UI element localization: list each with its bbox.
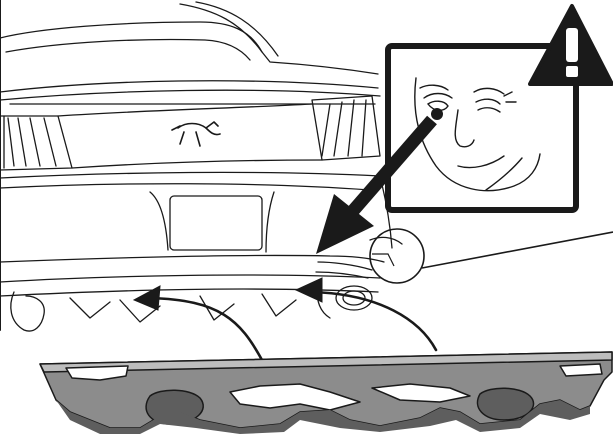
car-rear [0, 0, 403, 332]
warning-triangle-icon [528, 4, 613, 86]
diffuser-fin-2 [371, 383, 471, 403]
diffuser-exhaust-cutout-right [476, 387, 535, 421]
left-tail-light [0, 115, 73, 171]
pony-emblem-icon [171, 121, 221, 147]
eye-caution-frame [385, 43, 579, 213]
roof-line-2 [195, 1, 279, 57]
tail-panel-bottom [0, 171, 381, 179]
center-panel [57, 103, 313, 117]
hazard-arrow [316, 115, 437, 254]
license-plate [169, 195, 263, 251]
leader-line [421, 231, 613, 269]
arrow-right-head [294, 277, 323, 303]
diffuser-fin-1 [229, 383, 361, 411]
rear-window [0, 21, 379, 75]
hazard-arrow-head [316, 194, 374, 254]
eye-impact-dot [431, 108, 443, 120]
detail-circle [369, 228, 425, 284]
arrow-left-curve [148, 296, 264, 362]
diffuser-shadow [56, 400, 590, 434]
install-arrows [148, 290, 438, 362]
trunk-edge [0, 89, 381, 101]
eye-caution-icon [414, 77, 541, 192]
hazard-arrow-shaft [347, 115, 437, 217]
rear-window-inner [5, 38, 251, 61]
bumper-upper [0, 183, 371, 191]
arrow-right-curve [310, 290, 438, 352]
arrow-heads [132, 277, 323, 311]
diffuser-notch-left [65, 365, 129, 381]
diffuser-part [39, 351, 613, 434]
right-tail-light [311, 95, 381, 161]
diffuser-exhaust-cutout-left [145, 389, 204, 425]
trunk-deck [0, 80, 379, 93]
diffuser-top-lip [39, 351, 613, 373]
roof-line [179, 3, 263, 53]
eye-caution-panel [385, 43, 579, 213]
exhaust-tip [315, 261, 373, 311]
arrow-left-head [132, 285, 161, 311]
diffuser-notch-right [559, 363, 603, 377]
detail-callout [369, 228, 613, 284]
bumper-lower [0, 254, 385, 263]
